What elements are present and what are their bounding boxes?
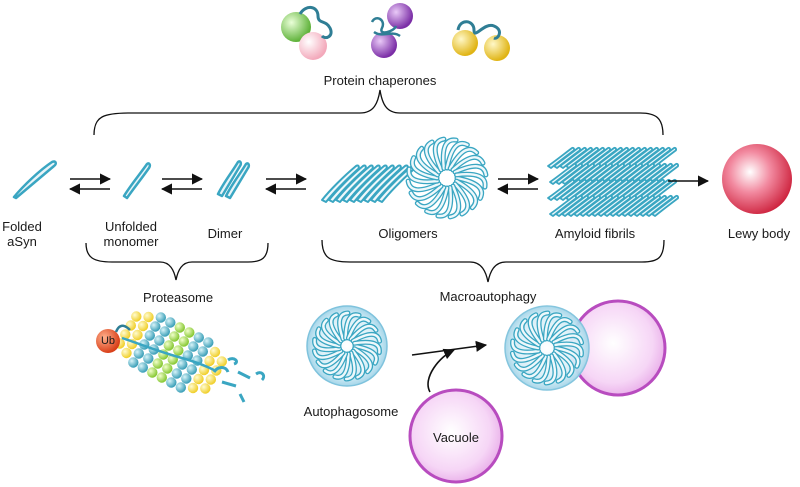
proteasome-icon [114,311,227,394]
unfolded-monomer-icon [122,162,152,200]
macroautophagy-brace [321,239,665,283]
ubiquitin-label: Ub [100,335,116,347]
autolysosome-icon [504,299,667,397]
chaperone-purple-icon [370,3,413,58]
dimer-label: Dimer [207,226,243,241]
oligomers-label: Oligomers [378,226,438,241]
amyloid-fibrils-label: Amyloid fibrils [554,226,636,241]
unfolded-monomer-label-line1: Unfolded [104,219,158,234]
oligomer-stack-icon [321,164,416,203]
protein-chaperones-label: Protein chaperones [323,73,437,88]
ubiquitin-icon [96,324,131,353]
dimer-icon [216,160,251,200]
equilibrium-arrows-3 [264,173,308,195]
equilibrium-arrows-1 [68,173,112,195]
lewy-body-label: Lewy body [727,226,791,241]
autophagosome-icon [306,305,388,387]
autophagosome-label: Autophagosome [303,404,399,419]
lewy-body-icon [722,144,792,214]
chaperone-brace [93,89,664,136]
amyloid-fibrils-icon [547,146,679,217]
proteasome-brace [85,242,269,281]
macroautophagy-label: Macroautophagy [439,289,537,304]
fusion-arrow [411,340,488,393]
proteasome-label: Proteasome [142,290,214,305]
unfolded-monomer-label-line2: monomer [103,234,159,249]
peptide-fragments-icon [212,357,266,403]
vacuole-icon [408,388,504,484]
vacuole-label: Vacuole [432,430,479,445]
chaperone-green-pink-icon [281,6,333,60]
oligomer-ring-icon [405,136,489,220]
folded-asyn-label-line1: Folded [2,219,42,234]
equilibrium-arrows-2 [160,173,204,195]
folded-asyn-icon [12,160,57,200]
folded-asyn-label-line2: aSyn [7,234,37,249]
equilibrium-arrows-4 [496,173,540,195]
chaperone-yellow-icon [452,20,510,61]
